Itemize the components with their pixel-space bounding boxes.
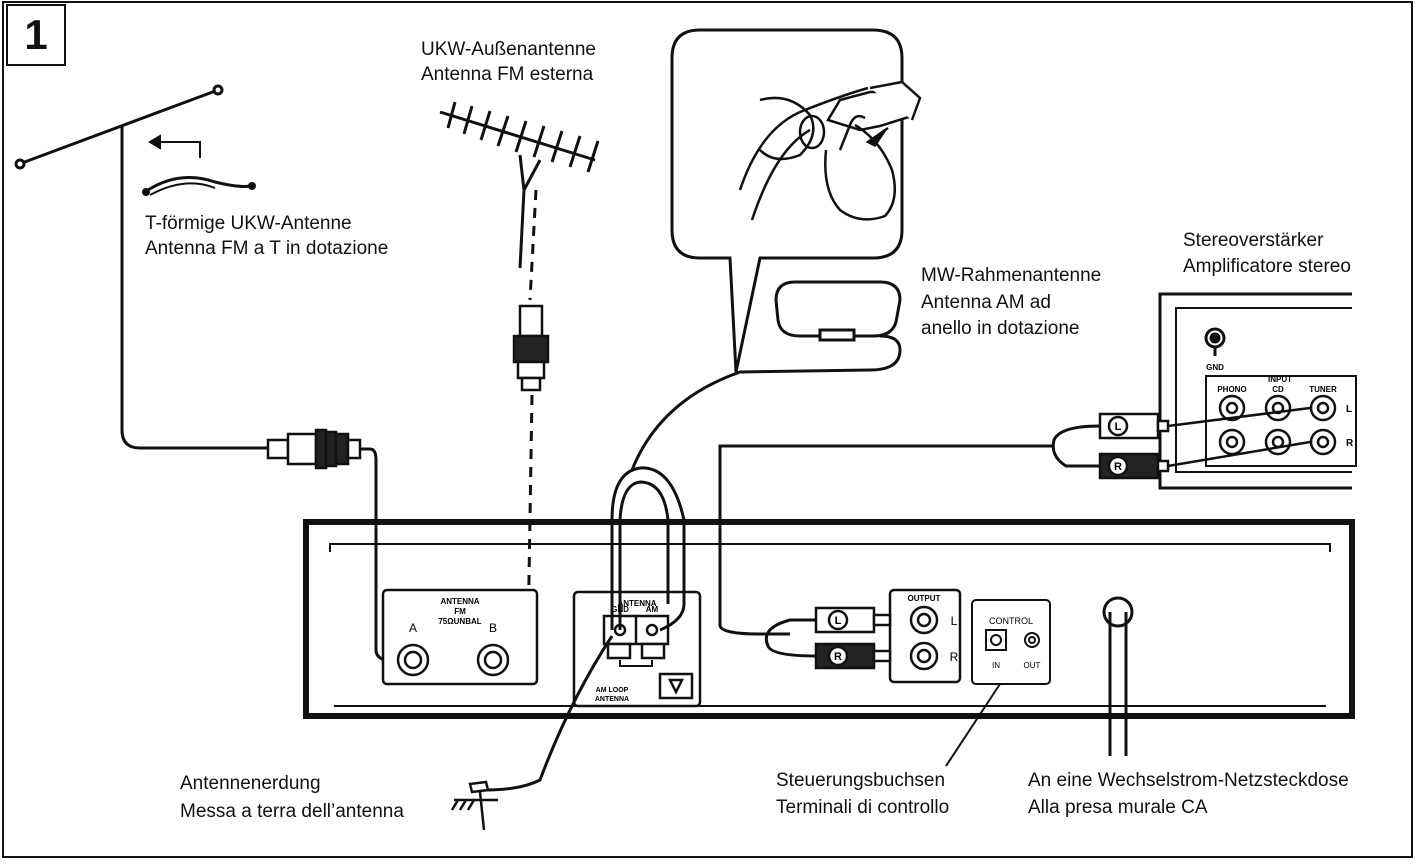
plug-l-letter-amp: L — [1115, 421, 1122, 433]
fm-sub-label: FM — [454, 607, 466, 616]
callout-hand-illustration — [738, 80, 922, 221]
mw-loop-label-de: MW-Rahmenantenne — [921, 265, 1102, 286]
yagi-antenna-drawing — [439, 101, 600, 269]
fm-a-label: A — [409, 621, 417, 635]
rca-cable-amp — [718, 424, 1101, 636]
amp-r-label: R — [1346, 438, 1354, 449]
am-loop-label-2: ANTENNA — [595, 696, 629, 703]
control-out-label: OUT — [1024, 661, 1041, 670]
control-label-de: Steuerungsbuchsen — [776, 770, 946, 791]
ac-outlet-label-de: An eine Wechselstrom-Netzsteckdose — [1028, 770, 1349, 791]
rca-plug-l-output — [814, 606, 892, 634]
fm-terminal-block — [381, 588, 539, 686]
amp-phono-label: PHONO — [1217, 385, 1246, 394]
ground-wire — [485, 635, 614, 792]
ac-outlet-label-it: Alla presa murale CA — [1028, 797, 1208, 818]
yagi-plug — [512, 304, 550, 392]
main-unit-rear-panel — [303, 519, 1355, 719]
plug-r-letter-amp: R — [1114, 461, 1122, 473]
ukw-outdoor-label-de: UKW-Außenantenne — [421, 39, 596, 60]
amp-gnd-label: GND — [1206, 363, 1224, 372]
output-label: OUTPUT — [908, 594, 941, 603]
t-antenna-drawing — [14, 84, 270, 450]
control-panel-label: CONTROL — [989, 616, 1033, 626]
output-block — [888, 588, 962, 684]
rca-plug-r-amp — [1098, 440, 1311, 480]
step-number: 1 — [6, 4, 66, 66]
amp-input-label: INPUT — [1268, 375, 1292, 384]
amp-tuner-label: TUNER — [1309, 385, 1337, 394]
t-antenna-label-it: Antenna FM a T in dotazione — [145, 238, 389, 259]
amp-l-label: L — [1346, 404, 1352, 415]
yagi-dashed-cable — [528, 189, 538, 301]
am-terminal-block — [572, 590, 702, 708]
amp-cd-label: CD — [1272, 385, 1284, 394]
t-antenna-label-de: T-förmige UKW-Antenne — [145, 213, 352, 234]
am-antenna-title: ANTENNA — [617, 599, 656, 608]
am-am-label: AM — [646, 605, 659, 614]
ground-label-de: Antennenerdung — [180, 773, 321, 794]
output-l-label: L — [951, 614, 958, 628]
amplifier-label-it: Amplificatore stereo — [1183, 256, 1351, 277]
am-loop-antenna-drawing — [630, 280, 902, 471]
ukw-outdoor-label-it: Antenna FM esterna — [421, 64, 594, 85]
mw-loop-label-it-1: Antenna AM ad — [921, 292, 1051, 313]
ground-stake — [450, 780, 498, 831]
fm-coax-plug — [266, 428, 401, 664]
am-loop-cable — [610, 466, 686, 632]
rca-plug-l-amp — [1098, 406, 1311, 440]
plug-r-letter-output: R — [834, 651, 842, 663]
mw-loop-label-it-2: anello in dotazione — [921, 318, 1080, 339]
fm-b-label: B — [489, 621, 497, 635]
plug-l-letter-output: L — [835, 615, 842, 627]
am-loop-label-1: AM LOOP — [596, 687, 629, 694]
ground-label-it: Messa a terra dell’antenna — [180, 801, 404, 822]
control-leader-line — [945, 683, 1001, 767]
control-label-it: Terminali di controllo — [776, 797, 950, 818]
t-antenna-accessory-arrow — [142, 134, 256, 196]
control-block — [971, 599, 1051, 685]
output-r-label: R — [950, 650, 959, 664]
power-cord — [1102, 596, 1134, 756]
control-in-label: IN — [992, 661, 1000, 670]
fm-impedance-label: 75ΩUNBAL — [438, 617, 481, 626]
rca-plug-r-output — [814, 642, 892, 670]
amplifier-drawing — [1158, 292, 1357, 490]
fm-antenna-title: ANTENNA — [440, 597, 479, 606]
amplifier-label-de: Stereoverstärker — [1183, 230, 1324, 251]
